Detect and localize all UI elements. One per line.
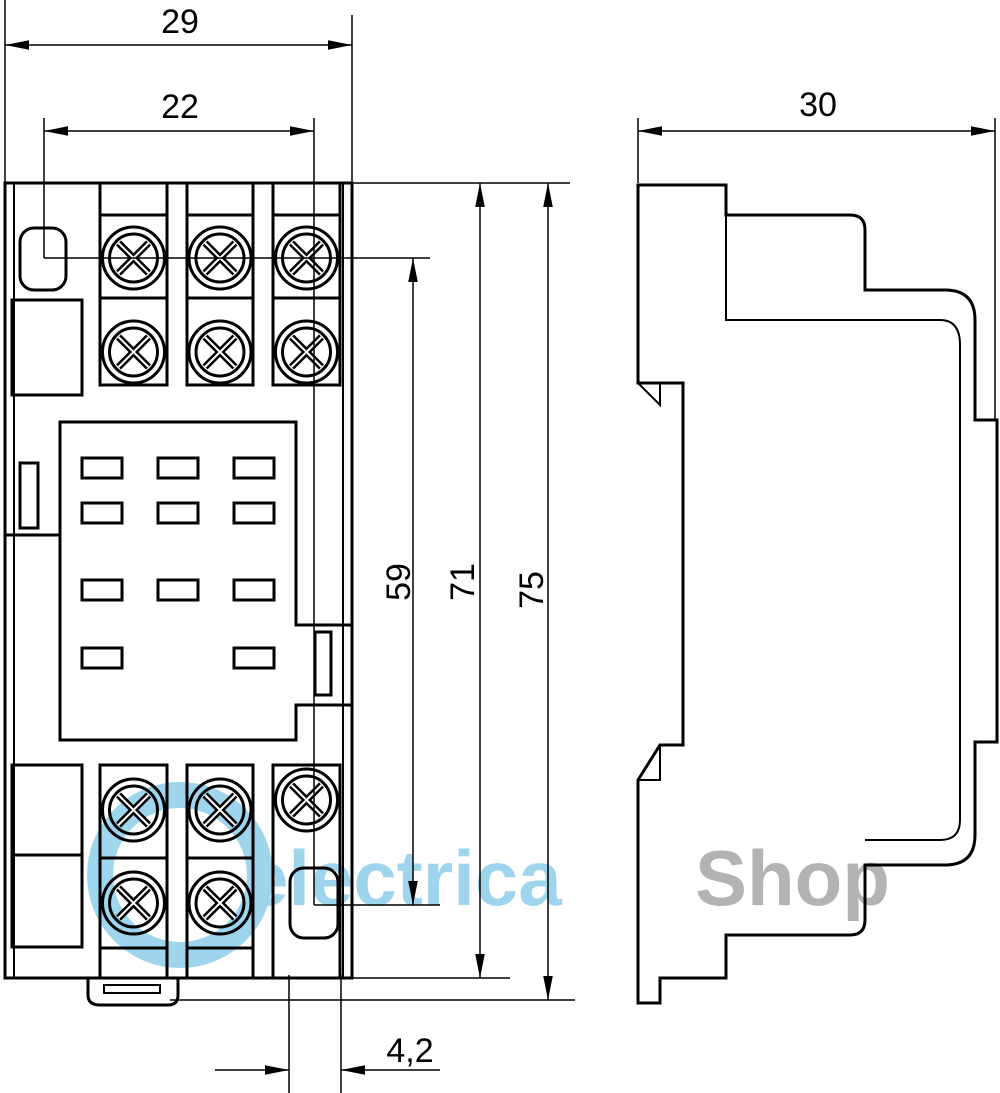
dimension-labels: 29 22 30 59 71 75 4,2	[161, 3, 837, 1070]
watermark-text-1: electrica	[245, 834, 562, 922]
dimension-lines	[4, 0, 996, 1093]
dim-29: 29	[161, 3, 199, 41]
socket-pin-slot	[156, 501, 200, 525]
terminal-block	[185, 181, 255, 387]
screw-icon	[101, 777, 166, 843]
mounting-hole-top	[18, 226, 68, 292]
socket-pin-slot	[80, 646, 124, 670]
side-view	[636, 183, 999, 1005]
screw-icon	[274, 319, 339, 385]
dim-71: 71	[444, 563, 482, 601]
front-view	[3, 181, 354, 1007]
terminal-block	[271, 181, 342, 387]
socket-pin-slot	[232, 501, 276, 525]
socket-pin-slot	[80, 456, 124, 480]
screw-icon	[187, 777, 253, 843]
terminal-block	[185, 763, 255, 980]
socket-pin-slot	[232, 646, 276, 670]
screw-icon	[187, 870, 253, 936]
dim-75: 75	[513, 571, 551, 609]
socket-pin-slot	[80, 501, 124, 525]
dim-30: 30	[799, 86, 837, 124]
socket-pin-slot	[232, 456, 276, 480]
terminal-block	[271, 763, 342, 980]
socket-pin-slot	[156, 456, 200, 480]
screw-icon	[187, 319, 253, 385]
screw-icon	[274, 767, 339, 833]
terminal-block	[98, 181, 169, 387]
socket-pin-slot	[232, 578, 276, 602]
screw-icon	[101, 319, 166, 385]
watermark: electrica Shop	[87, 782, 890, 968]
socket-pin-slot	[80, 578, 124, 602]
screw-icon	[101, 870, 166, 936]
watermark-text-2: Shop	[695, 834, 890, 922]
terminal-block	[98, 763, 169, 980]
dim-4-2: 4,2	[386, 1032, 433, 1070]
dim-59: 59	[380, 563, 418, 601]
socket-pin-slot	[156, 578, 200, 602]
dim-22: 22	[161, 88, 199, 126]
